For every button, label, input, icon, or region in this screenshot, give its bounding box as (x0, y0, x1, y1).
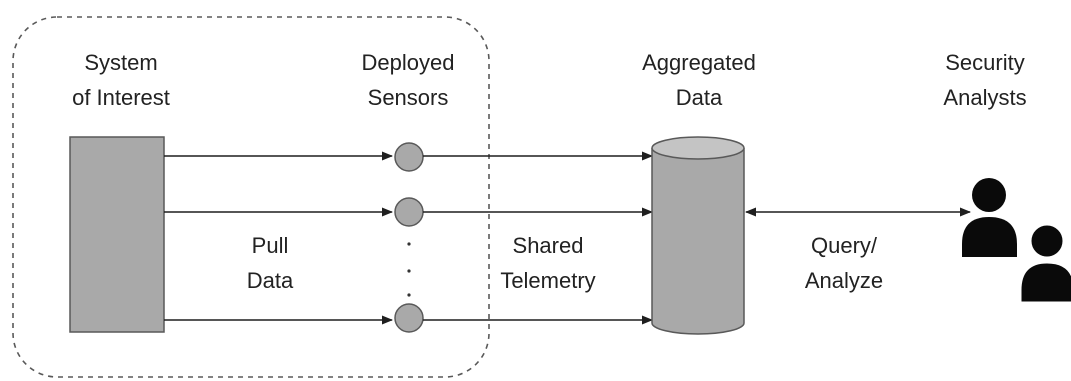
collection-boundary (12, 16, 490, 378)
ellipsis-dot (407, 269, 411, 273)
label-line: Telemetry (500, 268, 596, 293)
security-analysts-label: Security Analysts (920, 45, 1050, 115)
label-line: Pull (251, 233, 289, 258)
system-of-interest-box (69, 136, 165, 333)
ellipsis-dot (407, 293, 411, 297)
query-analyze-label: Query/ Analyze (786, 228, 902, 298)
label-line: Shared (512, 233, 584, 258)
label-line: Data (246, 268, 294, 293)
person-icon (1018, 222, 1071, 305)
sensor-node-1 (394, 142, 424, 172)
person-icon (962, 178, 1017, 257)
label-line: Analysts (943, 85, 1027, 110)
label-line: Analyze (804, 268, 884, 293)
label-line: Deployed (361, 50, 455, 75)
label-line: Security (945, 50, 1025, 75)
shared-telemetry-label: Shared Telemetry (486, 228, 610, 298)
label-line: Data (675, 85, 723, 110)
label-line: of Interest (72, 85, 170, 110)
deployed-sensors-label: Deployed Sensors (343, 45, 473, 115)
pull-data-label: Pull Data (220, 228, 320, 298)
ellipsis-dot (407, 242, 411, 246)
label-line: Aggregated (642, 50, 756, 75)
label-line: System (84, 50, 158, 75)
sensor-node-3 (394, 303, 424, 333)
aggregated-data-cylinder (651, 136, 745, 335)
system-of-interest-label: System of Interest (56, 45, 186, 115)
label-line: Sensors (367, 85, 449, 110)
label-line: Query/ (810, 233, 878, 258)
aggregated-data-label: Aggregated Data (632, 45, 766, 115)
sensor-node-2 (394, 197, 424, 227)
